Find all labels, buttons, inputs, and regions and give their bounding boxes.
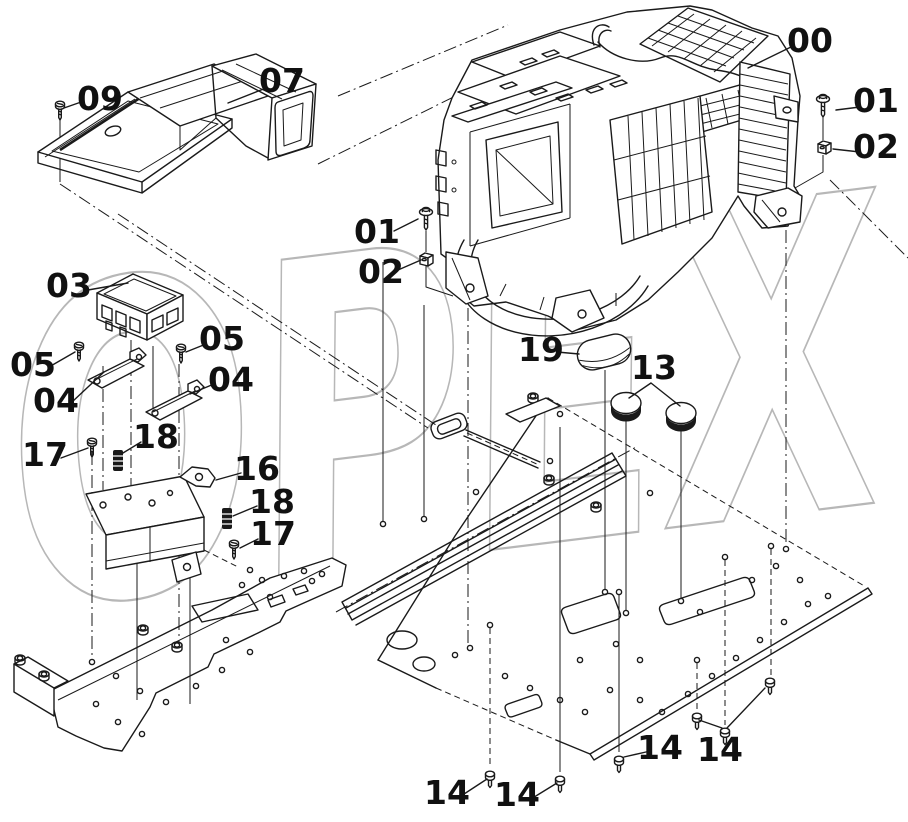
callout-14-a: 14 — [424, 773, 470, 812]
cap-13-left — [610, 391, 642, 422]
bracket-rail-04-left — [87, 347, 147, 389]
callout-02-left: 02 — [358, 252, 404, 291]
screw-09-icon — [54, 100, 66, 121]
callout-18-upper: 18 — [133, 417, 179, 456]
callout-05-right: 05 — [199, 319, 245, 358]
reinforcement-plates — [430, 397, 561, 469]
cap-13-right — [665, 401, 697, 432]
callout-00: 00 — [787, 21, 833, 60]
mount-bracket-16 — [85, 466, 216, 583]
clip-02-right-icon — [817, 140, 832, 155]
bushing-18-lower — [222, 508, 232, 529]
callout-14-c: 14 — [637, 728, 683, 767]
callout-18-lower: 18 — [249, 482, 295, 521]
callout-14-d: 14 — [697, 730, 743, 769]
floor-plate — [377, 392, 873, 761]
callout-19: 19 — [518, 330, 564, 369]
callout-05-left: 05 — [10, 345, 56, 384]
air-duct-07 — [37, 53, 317, 194]
callout-07: 07 — [259, 61, 305, 100]
callout-labels: 00 01 02 01 02 09 07 03 05 04 05 04 17 1… — [10, 21, 899, 814]
callout-01-left: 01 — [354, 212, 400, 251]
callout-13: 13 — [631, 348, 677, 387]
callout-03: 03 — [46, 266, 92, 305]
callout-17-upper: 17 — [22, 435, 68, 474]
callout-14-b: 14 — [494, 775, 540, 814]
callout-02-right: 02 — [853, 127, 899, 166]
bushing-18-upper — [113, 450, 123, 471]
left-mounting-plate — [13, 557, 347, 752]
hvac-unit-00 — [435, 5, 803, 337]
cap-19 — [576, 333, 632, 371]
callout-16: 16 — [234, 449, 280, 488]
bracket-rail-04-right — [145, 379, 205, 421]
callout-01-right: 01 — [853, 81, 899, 120]
clip-02-left-icon — [419, 252, 434, 267]
callout-04-right: 04 — [208, 360, 254, 399]
callout-09: 09 — [77, 79, 123, 118]
callout-04-left: 04 — [33, 381, 79, 420]
callout-17-lower: 17 — [250, 514, 296, 553]
floor-bolts — [484, 677, 776, 794]
sill-rail — [335, 445, 639, 626]
leader-lines — [48, 45, 861, 800]
